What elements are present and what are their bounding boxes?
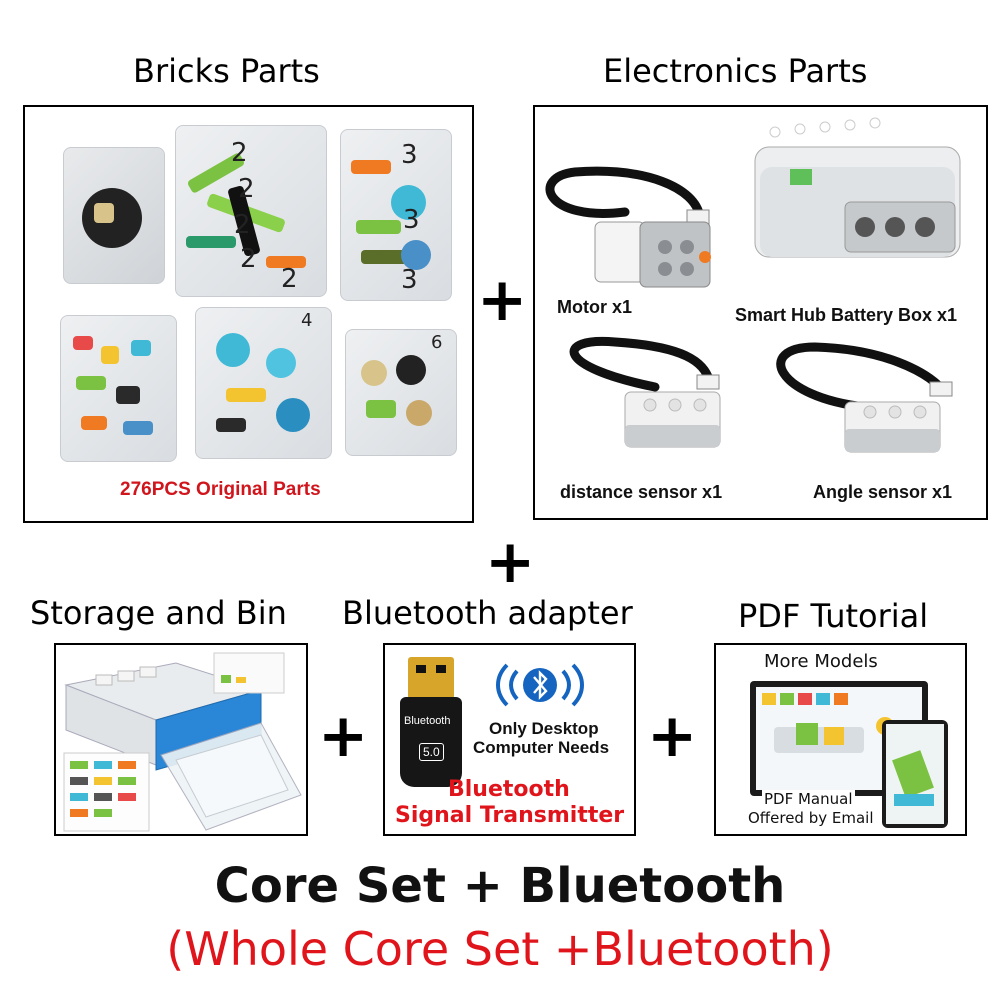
- bag-number: 3: [401, 265, 418, 295]
- electronics-panel: Motor x1 Smart Hub Battery Box x1 distan…: [533, 105, 988, 520]
- more-models-label: More Models: [764, 651, 878, 672]
- storage-panel: [54, 643, 308, 836]
- bricks-title: Bricks Parts: [133, 52, 320, 90]
- storage-title: Storage and Bin: [30, 594, 287, 632]
- bluetooth-icon: [496, 663, 584, 707]
- bluetooth-panel: Bluetooth 5.0 Only Desktop Computer Need…: [383, 643, 636, 836]
- motor-label: Motor x1: [557, 297, 633, 317]
- footer-subtitle: (Whole Core Set +Bluetooth): [166, 922, 834, 976]
- footer-title: Core Set + Bluetooth: [214, 858, 786, 914]
- bag-number: 6: [431, 332, 443, 353]
- distance-sensor-label: distance sensor x1: [560, 482, 723, 502]
- electronics-title: Electronics Parts: [603, 52, 868, 90]
- dongle-label: Bluetooth: [404, 715, 451, 727]
- bag-number: 2: [240, 244, 257, 274]
- bag-number: 2: [281, 264, 298, 294]
- pdf-title: PDF Tutorial: [738, 597, 929, 635]
- bt-red-line1: Bluetooth: [448, 777, 570, 802]
- tablet-icon: [882, 720, 948, 828]
- storage-bin-illustration: [63, 652, 302, 832]
- bag-number: 2: [234, 210, 251, 240]
- parts-bag-4: [60, 315, 177, 462]
- bricks-caption: 276PCS Original Parts: [120, 479, 321, 500]
- bag-number: 3: [401, 140, 418, 170]
- parts-bag-3: 3 3 3: [340, 129, 452, 301]
- plus-sign: +: [485, 527, 536, 597]
- bt-note-line2: Computer Needs: [473, 738, 610, 757]
- dongle-version: 5.0: [419, 743, 444, 761]
- plus-sign: +: [477, 265, 528, 335]
- smart-hub-label: Smart Hub Battery Box x1: [735, 305, 958, 325]
- pdf-manual-line2: Offered by Email: [746, 809, 876, 827]
- bag-number: 2: [231, 138, 248, 168]
- parts-bag-2: 2 2 2 2 2: [175, 125, 327, 297]
- bt-note-line1: Only Desktop: [489, 719, 599, 738]
- bag-number: 3: [403, 205, 420, 235]
- parts-bag-6: 6: [345, 329, 457, 456]
- bt-red-line2: Signal Transmitter: [395, 803, 625, 828]
- bag-number: 4: [301, 310, 313, 331]
- angle-sensor-label: Angle sensor x1: [813, 482, 953, 502]
- electronics-illustration: [545, 117, 961, 453]
- parts-bag-5: 4: [195, 307, 332, 459]
- parts-bag-1: [63, 147, 165, 284]
- bag-number: 2: [238, 174, 255, 204]
- bricks-panel: 2 2 2 2 2 3 3 3 4 6 276PCS Ori: [23, 105, 474, 523]
- usb-dongle-icon: Bluetooth 5.0: [400, 657, 462, 787]
- pdf-panel: More Models PDF Manual Offered by Email: [714, 643, 967, 836]
- bluetooth-title: Bluetooth adapter: [342, 594, 633, 632]
- plus-sign: +: [318, 701, 369, 771]
- pdf-manual-line1: PDF Manual: [762, 790, 855, 808]
- plus-sign: +: [647, 701, 698, 771]
